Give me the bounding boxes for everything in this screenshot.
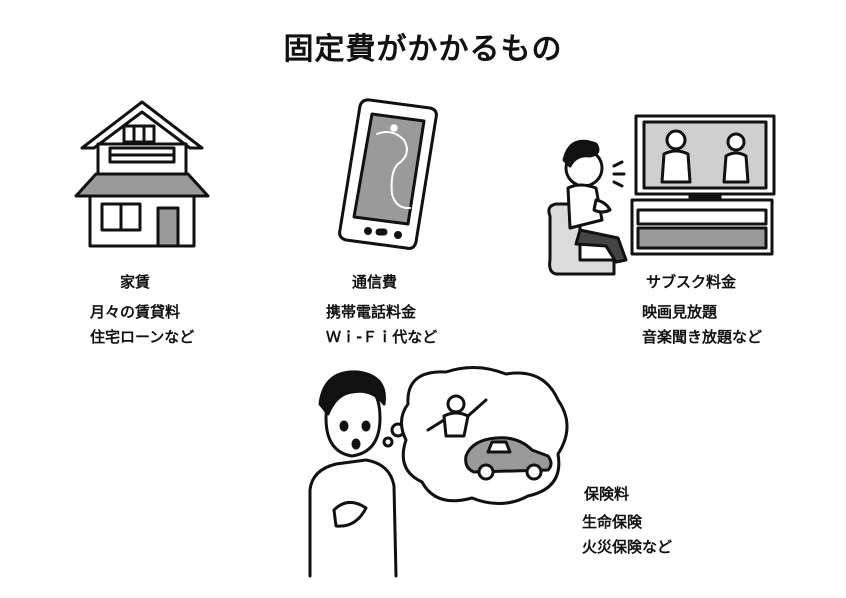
person-watching-tv-icon	[547, 114, 776, 276]
subscription-heading: サブスク料金	[646, 273, 737, 291]
smartphone-icon	[338, 98, 438, 250]
telecom-detail-line: Ｗｉ-Ｆｉ代など	[326, 328, 438, 346]
insurance-heading: 保険料	[584, 485, 630, 503]
subscription-detail-line: 映画見放題	[642, 303, 718, 321]
insurance-detail-line: 生命保険	[582, 513, 643, 531]
rent-details: 月々の賃貸料 住宅ローンなど	[90, 300, 194, 350]
subscription-detail-line: 音楽聞き放題など	[642, 328, 763, 346]
rent-detail-line: 月々の賃貸料	[90, 303, 181, 321]
insurance-details: 生命保険 火災保険など	[582, 510, 672, 560]
page-title: 固定費がかかるもの	[283, 32, 563, 67]
rent-detail-line: 住宅ローンなど	[90, 328, 195, 346]
insurance-detail-line: 火災保険など	[582, 538, 673, 556]
subscription-details: 映画見放題 音楽聞き放題など	[642, 300, 762, 350]
house-icon	[74, 100, 210, 248]
rent-heading: 家賃	[120, 273, 151, 291]
telecom-detail-line: 携帯電話料金	[326, 303, 417, 321]
person-worrying-about-accident-icon	[308, 366, 569, 578]
telecom-details: 携帯電話料金 Ｗｉ-Ｆｉ代など	[326, 300, 437, 350]
telecom-heading: 通信費	[352, 273, 398, 291]
